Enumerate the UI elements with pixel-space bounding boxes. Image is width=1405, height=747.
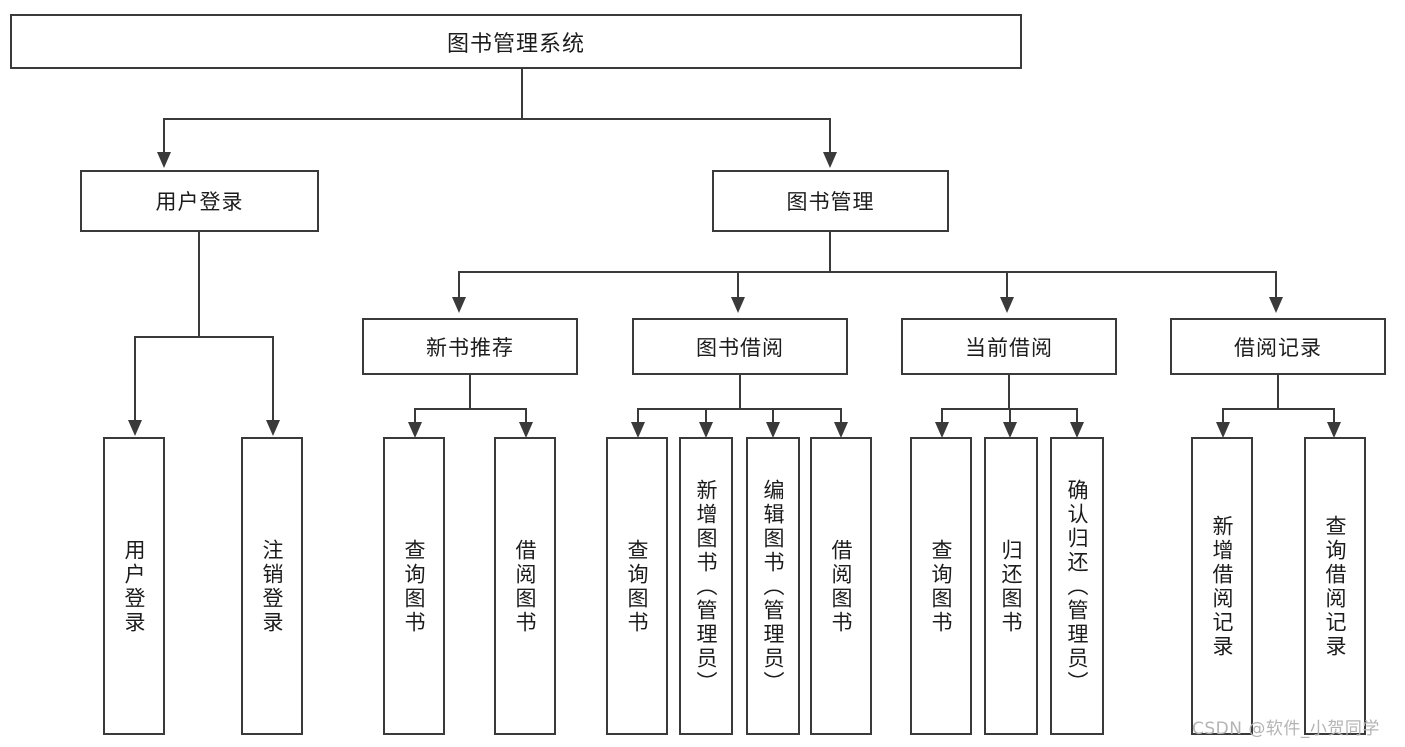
connector-to-user-login: [163, 118, 165, 154]
connector-to-new-book: [458, 271, 460, 299]
arrow-to-leaf-query-book-1: [408, 422, 422, 438]
node-label: 注销登录: [260, 539, 285, 635]
arrow-to-leaf-add-book: [699, 422, 713, 438]
connector-user-login-stem: [198, 232, 200, 338]
arrow-to-leaf-confirm-return: [1070, 422, 1084, 438]
node-book-borrow[interactable]: 图书借阅: [632, 318, 848, 375]
connector-to-current-borrow: [1006, 271, 1008, 299]
connector-root-stem: [521, 69, 523, 119]
node-label: 查询借阅记录: [1323, 515, 1348, 659]
leaf-logout-login[interactable]: 注销登录: [241, 437, 303, 735]
connector-book-borrow-c4: [840, 408, 842, 424]
arrow-to-leaf-add-record: [1216, 422, 1230, 438]
node-current-borrow[interactable]: 当前借阅: [901, 318, 1117, 375]
csdn-watermark: CSDN @软件_小贺同学: [1192, 719, 1380, 739]
leaf-confirm-return-admin[interactable]: 确认归还（管理员）: [1050, 437, 1104, 735]
leaf-query-book-new-recommend[interactable]: 查询图书: [383, 437, 445, 735]
node-label: 编辑图书（管理员）: [761, 479, 786, 695]
arrow-to-leaf-borrow-book-2: [834, 422, 848, 438]
leaf-borrow-book-new-recommend[interactable]: 借阅图书: [494, 437, 556, 735]
leaf-edit-book-admin[interactable]: 编辑图书（管理员）: [746, 437, 800, 735]
arrow-to-book-borrow: [731, 297, 745, 313]
connector-user-login-right: [272, 336, 274, 422]
arrow-to-user-login: [157, 152, 171, 168]
node-book-management[interactable]: 图书管理: [712, 170, 949, 232]
connector-borrow-record-right: [1333, 408, 1335, 424]
arrow-to-leaf-query-book-3: [935, 422, 949, 438]
connector-root-bar-right: [521, 118, 831, 120]
connector-book-manage-stem: [829, 232, 831, 273]
connector-book-borrow-bar: [637, 408, 842, 410]
node-borrow-record[interactable]: 借阅记录: [1170, 318, 1386, 375]
connector-borrow-record-bar: [1222, 408, 1335, 410]
connector-root-bar: [163, 118, 523, 120]
connector-book-borrow-c2: [705, 408, 707, 424]
leaf-query-borrow-record[interactable]: 查询借阅记录: [1304, 437, 1366, 735]
node-label: 新书推荐: [426, 335, 514, 360]
node-label: 图书借阅: [696, 335, 784, 360]
leaf-user-login[interactable]: 用户登录: [103, 437, 165, 735]
connector-book-borrow-c3: [772, 408, 774, 424]
node-label: 新增借阅记录: [1210, 515, 1235, 659]
node-label: 借阅图书: [829, 539, 854, 635]
node-new-book-recommend[interactable]: 新书推荐: [362, 318, 578, 375]
leaf-return-book[interactable]: 归还图书: [984, 437, 1038, 735]
connector-new-book-right: [525, 408, 527, 424]
node-root-book-management-system[interactable]: 图书管理系统: [10, 14, 1022, 69]
arrow-to-borrow-record: [1269, 297, 1283, 313]
connector-book-borrow-stem: [739, 375, 741, 410]
arrow-to-current-borrow: [1000, 297, 1014, 313]
node-label: 借阅图书: [513, 539, 538, 635]
connector-new-book-left: [414, 408, 416, 424]
leaf-add-book-admin[interactable]: 新增图书（管理员）: [679, 437, 733, 735]
node-label: 当前借阅: [965, 335, 1053, 360]
connector-current-borrow-c1: [941, 408, 943, 424]
node-label: 归还图书: [999, 539, 1024, 635]
connector-new-book-bar: [414, 408, 527, 410]
connector-borrow-record-left: [1222, 408, 1224, 424]
node-label: 确认归还（管理员）: [1065, 479, 1090, 695]
connector-new-book-stem: [469, 375, 471, 410]
node-label: 借阅记录: [1234, 335, 1322, 360]
leaf-borrow-book-borrow[interactable]: 借阅图书: [810, 437, 872, 735]
leaf-query-book-borrow[interactable]: 查询图书: [606, 437, 668, 735]
connector-book-borrow-c1: [637, 408, 639, 424]
arrow-to-leaf-borrow-book-1: [519, 422, 533, 438]
connector-to-book-borrow: [737, 271, 739, 299]
connector-user-login-left: [134, 336, 136, 422]
arrow-to-leaf-query-book-2: [631, 422, 645, 438]
arrow-to-leaf-logout-login: [266, 420, 280, 436]
connector-book-manage-bar: [458, 271, 1277, 273]
arrow-to-leaf-user-login: [128, 420, 142, 436]
connector-current-borrow-c3: [1076, 408, 1078, 424]
arrow-to-new-book-recommend: [452, 297, 466, 313]
connector-current-borrow-stem: [1008, 375, 1010, 410]
connector-to-borrow-record: [1275, 271, 1277, 299]
arrow-to-leaf-return-book: [1003, 422, 1017, 438]
connector-current-borrow-c2: [1009, 408, 1011, 424]
arrow-to-book-manage: [823, 152, 837, 168]
leaf-add-borrow-record[interactable]: 新增借阅记录: [1191, 437, 1253, 735]
leaf-query-book-current[interactable]: 查询图书: [910, 437, 972, 735]
node-label: 图书管理: [786, 190, 875, 214]
node-label: 用户登录: [122, 539, 147, 635]
arrow-to-leaf-query-record: [1327, 422, 1341, 438]
node-label: 查询图书: [402, 539, 427, 635]
node-user-login[interactable]: 用户登录: [80, 170, 319, 232]
node-label: 图书管理系统: [446, 31, 585, 57]
connector-to-book-manage: [829, 118, 831, 154]
connector-user-login-bar: [134, 336, 274, 338]
node-label: 用户登录: [155, 190, 244, 214]
node-label: 新增图书（管理员）: [694, 479, 719, 695]
arrow-to-leaf-edit-book: [766, 422, 780, 438]
connector-borrow-record-stem: [1277, 375, 1279, 410]
node-label: 查询图书: [929, 539, 954, 635]
node-label: 查询图书: [625, 539, 650, 635]
